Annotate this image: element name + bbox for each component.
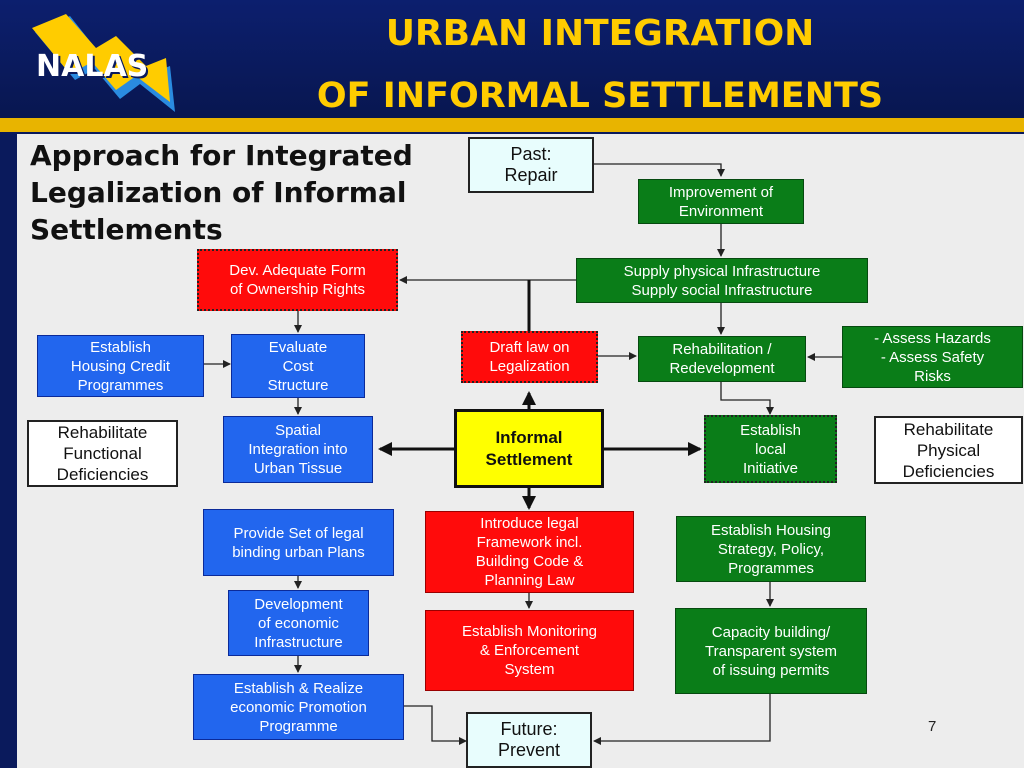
box-rehabilitate-physical: Rehabilitate Physical Deficiencies bbox=[874, 416, 1023, 484]
line-capacity-future bbox=[593, 694, 771, 745]
box-dev-ownership-rights: Dev. Adequate Form of Ownership Rights bbox=[197, 249, 398, 311]
box-rehabilitation-redevelopment: Rehabilitation / Redevelopment bbox=[638, 336, 806, 382]
diagram-heading: Approach for Integrated Legalization of … bbox=[30, 139, 413, 246]
box-rehabilitate-functional: Rehabilitate Functional Deficiencies bbox=[27, 420, 178, 487]
logo-shape-icon bbox=[32, 14, 175, 112]
box-establish-housing-credit: Establish Housing Credit Programmes bbox=[37, 335, 204, 397]
logo-text: NALAS bbox=[36, 49, 149, 84]
line-rehab-local bbox=[720, 382, 774, 415]
page-title-line-1: URBAN INTEGRATION bbox=[385, 13, 815, 54]
header-divider bbox=[0, 118, 1024, 132]
box-introduce-legal-framework: Introduce legal Framework incl. Building… bbox=[425, 511, 634, 593]
box-improvement-environment: Improvement of Environment bbox=[638, 179, 804, 224]
box-evaluate-cost-structure: Evaluate Cost Structure bbox=[231, 334, 365, 398]
box-housing-strategy: Establish Housing Strategy, Policy, Prog… bbox=[676, 516, 866, 582]
box-past-repair: Past: Repair bbox=[468, 137, 594, 193]
line-past-improvement bbox=[594, 163, 725, 177]
box-establish-local-initiative: Establish local Initiative bbox=[704, 415, 837, 483]
box-capacity-building: Capacity building/ Transparent system of… bbox=[675, 608, 867, 694]
box-draft-law-legalization: Draft law on Legalization bbox=[461, 331, 598, 383]
box-informal-settlement: Informal Settlement bbox=[454, 409, 604, 488]
nalas-logo bbox=[30, 14, 180, 112]
box-assess-hazards: - Assess Hazards - Assess Safety Risks bbox=[842, 326, 1023, 388]
page-number: 7 bbox=[928, 718, 937, 735]
box-spatial-integration: Spatial Integration into Urban Tissue bbox=[223, 416, 373, 483]
box-economic-promotion: Establish & Realize economic Promotion P… bbox=[193, 674, 404, 740]
page-title-line-2: OF INFORMAL SETTLEMENTS bbox=[316, 76, 884, 116]
box-supply-infrastructure: Supply physical Infrastructure Supply so… bbox=[576, 258, 868, 303]
box-monitoring-enforcement: Establish Monitoring & Enforcement Syste… bbox=[425, 610, 634, 691]
box-legal-urban-plans: Provide Set of legal binding urban Plans bbox=[203, 509, 394, 576]
box-economic-infrastructure: Development of economic Infrastructure bbox=[228, 590, 369, 656]
box-future-prevent: Future: Prevent bbox=[466, 712, 592, 768]
line-promotion-future bbox=[404, 705, 467, 745]
